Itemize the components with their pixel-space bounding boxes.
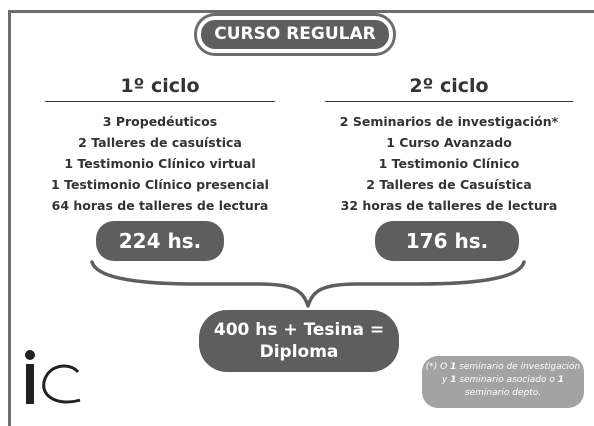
footnote-text: seminario depto. bbox=[464, 388, 542, 398]
list-item: 3 Propedéuticos bbox=[102, 114, 218, 129]
cycle-2-divider bbox=[325, 101, 573, 102]
cycle-1-hours: 224 hs. bbox=[96, 221, 224, 261]
footnote-text: seminario de investigación y bbox=[442, 362, 581, 385]
footnote-number: 1 bbox=[450, 362, 457, 372]
list-item: 2 Talleres de casuística bbox=[78, 135, 242, 150]
diploma-result-badge: 400 hs + Tesina = Diploma bbox=[199, 310, 399, 372]
ic-logo-icon bbox=[25, 350, 81, 404]
list-item: 1 Testimonio Clínico presencial bbox=[51, 177, 269, 192]
list-item: 2 Talleres de Casuística bbox=[366, 177, 532, 192]
frame-top-border bbox=[8, 10, 594, 13]
footnote-box: (*) O 1 seminario de investigación y 1 s… bbox=[422, 356, 584, 408]
list-item: 1 Curso Avanzado bbox=[386, 135, 512, 150]
list-item: 64 horas de talleres de lectura bbox=[51, 198, 269, 213]
list-item: 1 Testimonio Clínico bbox=[378, 156, 520, 171]
footnote-prefix: (*) O bbox=[425, 362, 451, 372]
cycle-2-title: 2º ciclo bbox=[409, 75, 489, 97]
footnote-number: 1 bbox=[450, 375, 457, 385]
course-title-badge: CURSO REGULAR bbox=[197, 16, 393, 53]
cycle-1-title: 1º ciclo bbox=[120, 75, 200, 97]
frame-left-border bbox=[8, 10, 11, 426]
cycle-1-list: 3 Propedéuticos 2 Talleres de casuística… bbox=[45, 111, 275, 216]
footnote-number: 1 bbox=[557, 375, 564, 385]
list-item: 2 Seminarios de investigación* bbox=[339, 114, 559, 129]
cycle-2-hours: 176 hs. bbox=[375, 221, 519, 261]
list-item: 32 horas de talleres de lectura bbox=[340, 198, 558, 213]
cycle-1-divider bbox=[45, 101, 275, 102]
diploma-result-line-1: 400 hs + Tesina = bbox=[213, 320, 385, 340]
cycle-2-list: 2 Seminarios de investigación* 1 Curso A… bbox=[325, 111, 573, 216]
curly-brace bbox=[90, 260, 526, 308]
list-item: 1 Testimonio Clínico virtual bbox=[64, 156, 256, 171]
diploma-result-line-2: Diploma bbox=[259, 342, 339, 362]
footnote-text: seminario asociado o bbox=[456, 375, 558, 385]
